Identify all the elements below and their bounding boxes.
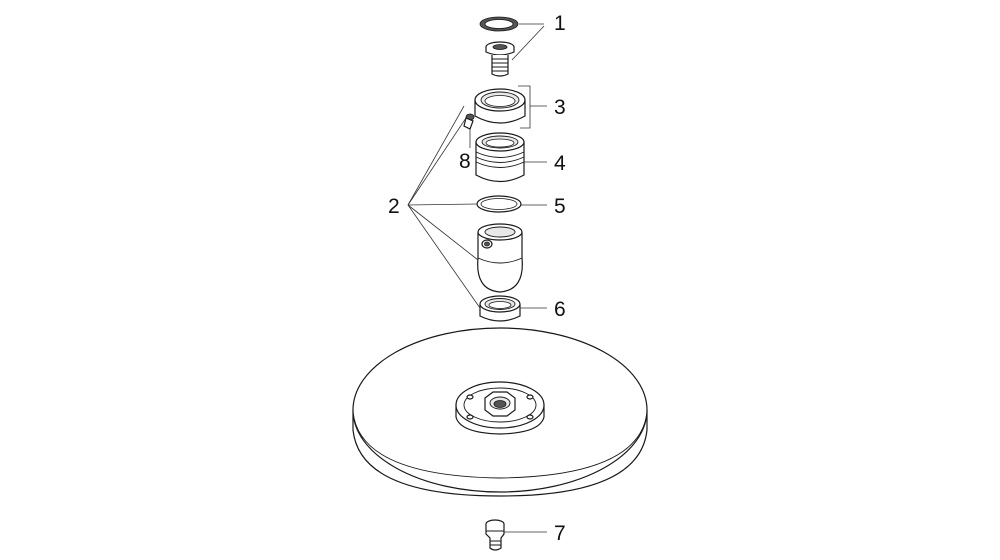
part-7-valve <box>485 519 505 551</box>
callouts: 1 2 3 4 5 6 7 8 <box>388 12 566 545</box>
part-4-sleeve <box>475 132 525 183</box>
callout-8: 8 <box>459 150 471 173</box>
callout-3: 3 <box>554 96 566 119</box>
callout-1: 1 <box>554 12 566 35</box>
callout-7: 7 <box>554 522 566 545</box>
part-ball-joint <box>477 223 523 293</box>
leader-lines <box>407 23 547 533</box>
part-5-oring <box>476 195 522 213</box>
part-1-oring <box>479 16 519 32</box>
part-6-ring <box>479 295 521 322</box>
part-8-grub-screw <box>463 113 475 130</box>
callout-2: 2 <box>388 195 400 218</box>
part-1-nipple <box>485 41 515 77</box>
callout-6: 6 <box>554 298 566 321</box>
callout-5: 5 <box>554 195 566 218</box>
shower-head-disc <box>352 327 648 497</box>
part-3-ring <box>474 88 526 124</box>
callout-4: 4 <box>554 152 566 175</box>
